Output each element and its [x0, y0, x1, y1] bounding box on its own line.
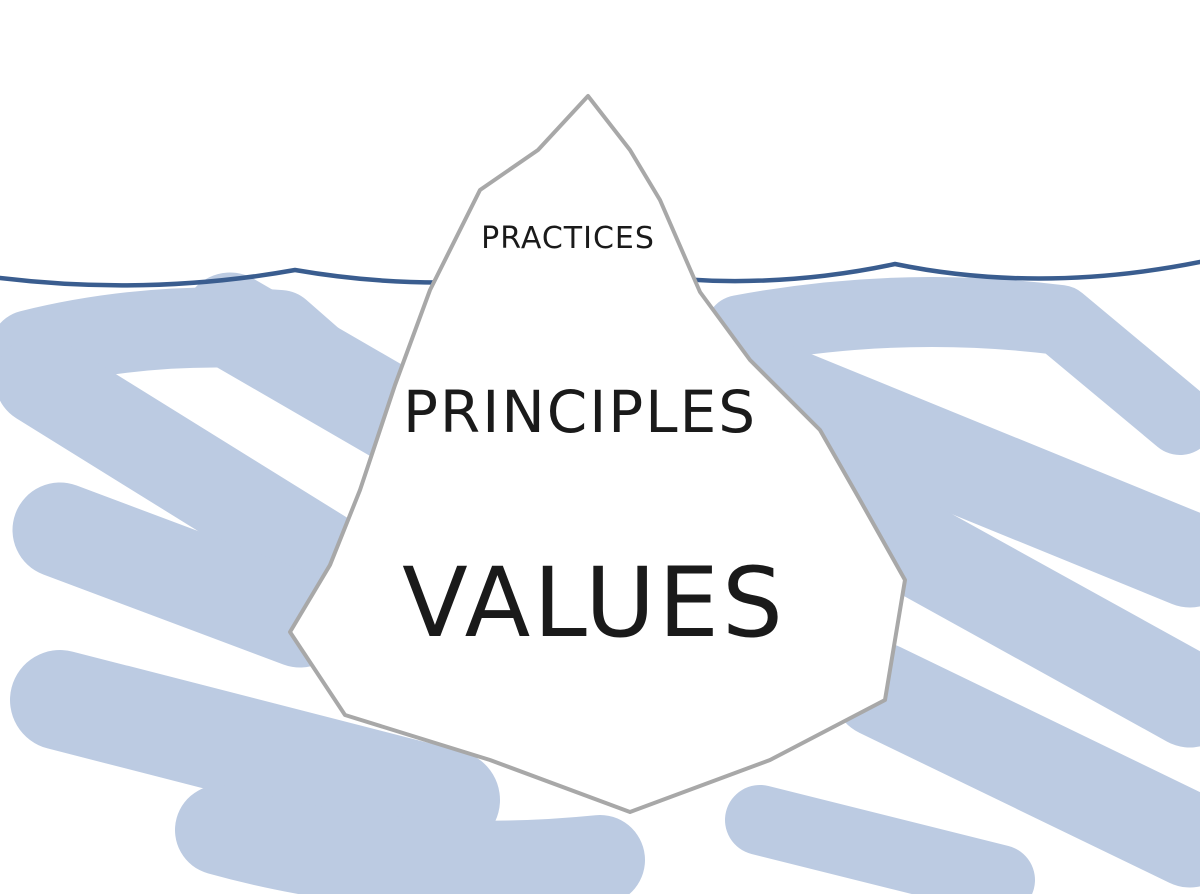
- water-stroke-left-3: [10, 650, 500, 850]
- practices-label: PRACTICES: [481, 221, 655, 256]
- water-stroke-right-2: [832, 642, 1200, 888]
- principles-label: PRINCIPLES: [403, 378, 757, 446]
- water-stroke-right-3: [725, 785, 1035, 894]
- water-stroke-left-1: [0, 335, 375, 605]
- water-stroke-left-2: [12, 482, 348, 668]
- iceberg: [288, 94, 907, 814]
- water-stroke-bottom: [175, 785, 645, 894]
- values-label: VALUES: [402, 547, 786, 659]
- water-stroke-top-right: [705, 277, 1200, 455]
